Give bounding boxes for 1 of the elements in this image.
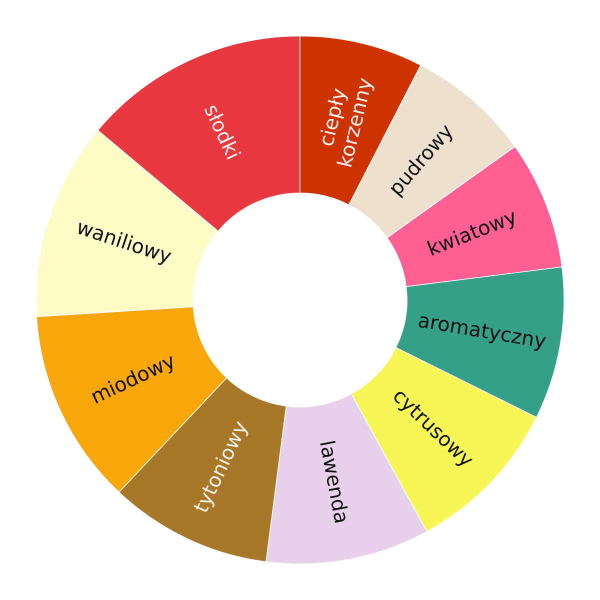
segment-label: lawenda: [315, 438, 354, 526]
